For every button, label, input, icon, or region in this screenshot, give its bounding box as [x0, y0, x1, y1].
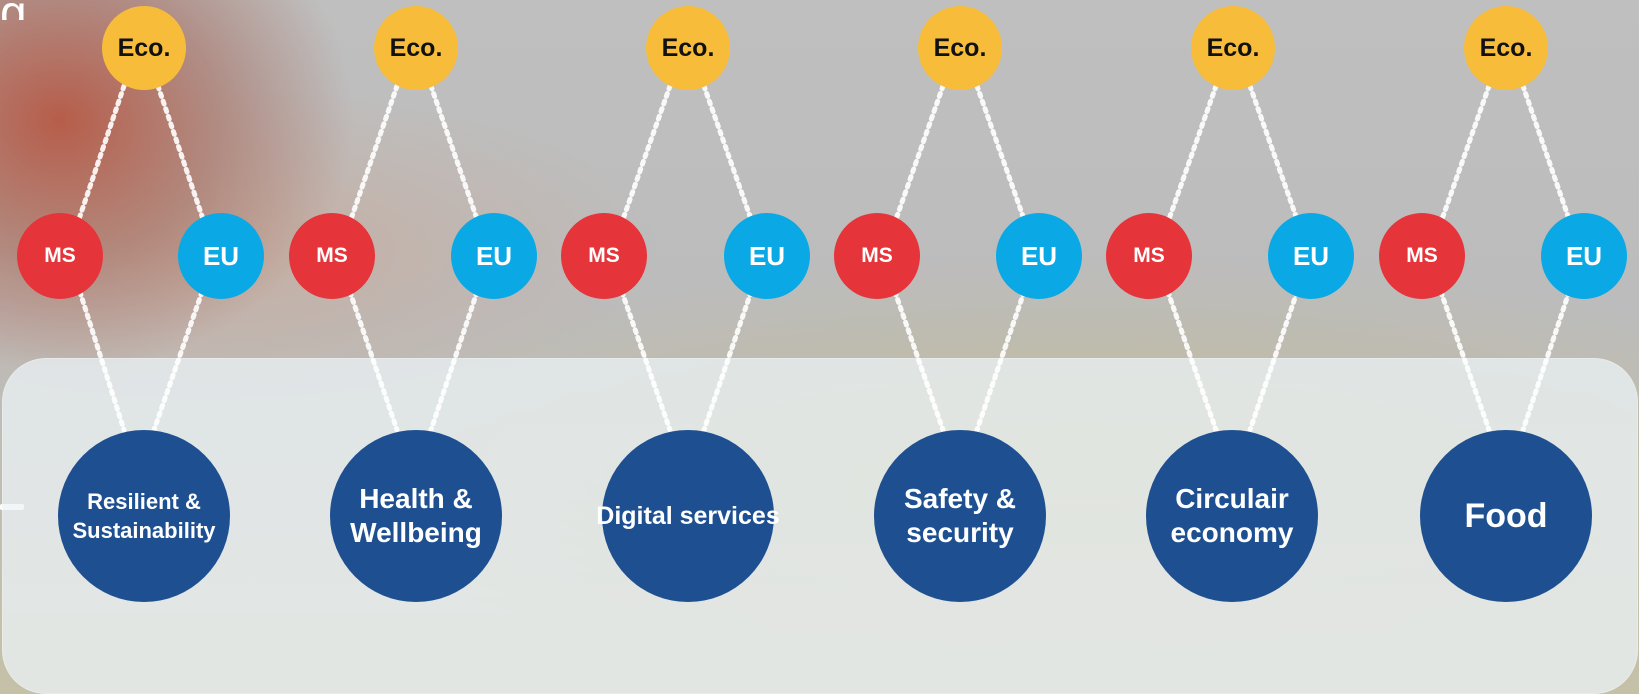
- connector-eco-ms-3: [619, 83, 673, 225]
- ms-node-3: MS: [561, 213, 647, 299]
- connector-ms-theme-6: [1438, 289, 1492, 433]
- connector-group-1: [75, 83, 207, 433]
- theme-node-5: Circulair economy: [1146, 430, 1318, 602]
- connector-eco-eu-6: [1520, 83, 1573, 225]
- connector-eco-eu-2: [428, 83, 481, 225]
- connector-ms-theme-5: [1165, 289, 1219, 433]
- connector-group-5: [1165, 83, 1301, 433]
- partial-heading-fragment: g: [0, 0, 60, 20]
- eco-node-6: Eco.: [1464, 6, 1548, 90]
- themes-band: [2, 358, 1638, 694]
- connector-eco-eu-3: [701, 83, 755, 225]
- connector-eco-ms-6: [1438, 83, 1492, 225]
- connector-ms-theme-2: [347, 289, 400, 433]
- connector-group-4: [892, 83, 1028, 433]
- connector-eu-theme-3: [701, 289, 754, 433]
- connector-eco-ms-1: [75, 83, 127, 225]
- connector-eco-eu-5: [1247, 83, 1301, 225]
- theme-node-1: Resilient & Sustainability: [58, 430, 230, 602]
- eu-node-3: EU: [724, 213, 810, 299]
- connector-eco-eu-4: [974, 83, 1028, 225]
- connector-ms-theme-3: [619, 289, 673, 433]
- ms-node-2: MS: [289, 213, 375, 299]
- theme-node-4: Safety & security: [874, 430, 1046, 602]
- connector-group-3: [619, 83, 755, 433]
- connector-eu-theme-1: [151, 289, 205, 433]
- theme-node-3: Digital services: [596, 430, 780, 602]
- eu-node-6: EU: [1541, 213, 1627, 299]
- ms-node-4: MS: [834, 213, 920, 299]
- theme-node-2: Health & Wellbeing: [330, 430, 502, 602]
- connector-ms-theme-4: [892, 289, 946, 433]
- connector-eu-theme-5: [1247, 289, 1300, 433]
- connector-eu-theme-2: [428, 289, 480, 433]
- eco-node-5: Eco.: [1191, 6, 1275, 90]
- connector-eco-eu-1: [155, 83, 207, 225]
- eu-node-4: EU: [996, 213, 1082, 299]
- connector-eco-ms-4: [892, 83, 946, 225]
- eco-node-3: Eco.: [646, 6, 730, 90]
- eu-node-2: EU: [451, 213, 537, 299]
- eu-node-1: EU: [178, 213, 264, 299]
- connector-eu-theme-4: [974, 289, 1027, 433]
- connector-eu-theme-6: [1520, 289, 1572, 433]
- connector-eco-ms-2: [347, 83, 400, 225]
- eu-node-5: EU: [1268, 213, 1354, 299]
- connector-eco-ms-5: [1165, 83, 1219, 225]
- connector-ms-theme-1: [77, 289, 127, 433]
- theme-node-6: Food: [1420, 430, 1592, 602]
- ms-node-6: MS: [1379, 213, 1465, 299]
- connector-group-2: [347, 83, 481, 433]
- eco-node-2: Eco.: [374, 6, 458, 90]
- eco-node-1: Eco.: [102, 6, 186, 90]
- ms-node-5: MS: [1106, 213, 1192, 299]
- eco-node-4: Eco.: [918, 6, 1002, 90]
- connector-group-6: [1438, 83, 1573, 433]
- ms-node-1: MS: [17, 213, 103, 299]
